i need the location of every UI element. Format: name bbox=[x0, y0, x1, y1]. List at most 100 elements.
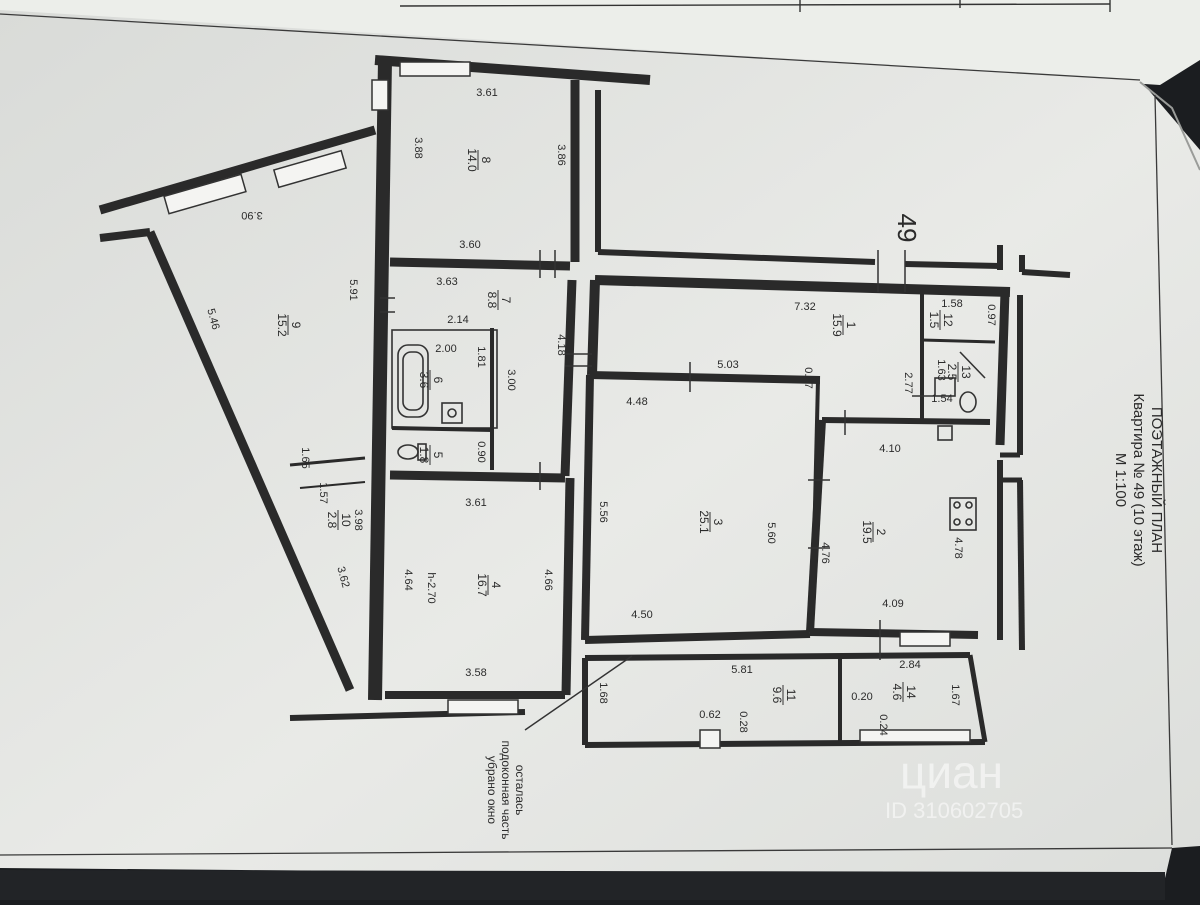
note-line-2: подоконная часть bbox=[499, 740, 513, 839]
svg-text:8.8: 8.8 bbox=[485, 292, 499, 309]
svg-text:10: 10 bbox=[339, 513, 353, 527]
room-1-dim-top: 7.32 bbox=[794, 301, 815, 313]
room-4-dim-bottom: 3.58 bbox=[465, 667, 486, 679]
svg-text:4: 4 bbox=[489, 582, 503, 589]
room-5-label: 5 1.8 bbox=[417, 445, 445, 465]
room-14-label: 14 4.6 bbox=[890, 682, 918, 702]
room-2-dim-left: 4.76 bbox=[819, 542, 831, 563]
room-9-dim-right: 5.91 bbox=[347, 279, 359, 300]
room-2-dim-top: 4.10 bbox=[879, 443, 900, 455]
room-1-dim-mid: 0.87 bbox=[802, 367, 814, 388]
top-sheet bbox=[0, 0, 1200, 85]
plan-number: 49 bbox=[892, 214, 922, 243]
room-8-dim-top: 3.61 bbox=[476, 87, 497, 99]
svg-text:2.5: 2.5 bbox=[945, 364, 959, 381]
svg-text:19.5: 19.5 bbox=[860, 520, 874, 544]
room-10-dim-b: 1.57 bbox=[317, 482, 329, 503]
plan-title: ПОЭТАЖНЫЙ ПЛАН bbox=[1148, 407, 1166, 553]
room-3-dim-top: 5.03 bbox=[717, 359, 738, 371]
door-ticks bbox=[380, 250, 935, 660]
svg-text:1.8: 1.8 bbox=[417, 447, 431, 464]
room-4-dim-right: 4.66 bbox=[542, 569, 554, 590]
room-14-dim-a: 0.20 bbox=[851, 691, 872, 703]
room-13-label: 13 2.5 bbox=[945, 362, 973, 382]
svg-text:2.8: 2.8 bbox=[325, 512, 339, 529]
svg-text:4.6: 4.6 bbox=[890, 684, 904, 701]
svg-text:6: 6 bbox=[431, 377, 445, 384]
room-9-label: 9 15.2 bbox=[275, 313, 303, 337]
room-10-dim-c: 3.98 bbox=[352, 509, 364, 530]
note-line-3: осталась bbox=[513, 765, 527, 816]
room-14-dim-right: 1.67 bbox=[949, 684, 961, 705]
svg-text:14.0: 14.0 bbox=[465, 148, 479, 172]
svg-text:11: 11 bbox=[784, 689, 798, 702]
room-6-dim-right: 3.00 bbox=[505, 369, 517, 390]
svg-text:15.9: 15.9 bbox=[830, 313, 844, 337]
room-14-dim-b: 0.24 bbox=[877, 714, 889, 735]
room-12-dim-b: 0.97 bbox=[985, 304, 997, 325]
room-7-dim-right: 4.18 bbox=[555, 334, 567, 355]
room-5-dim: 0.90 bbox=[475, 441, 487, 462]
room-3-dim-bottom: 4.50 bbox=[631, 609, 652, 621]
room-1-dim-right: 2.77 bbox=[902, 372, 914, 393]
room-7-dim-top: 3.63 bbox=[436, 276, 457, 288]
svg-text:16.7: 16.7 bbox=[475, 573, 489, 597]
svg-text:12: 12 bbox=[941, 313, 955, 327]
svg-text:9.6: 9.6 bbox=[770, 687, 784, 704]
svg-text:13: 13 bbox=[959, 365, 973, 379]
svg-text:2: 2 bbox=[874, 529, 888, 536]
toilet-icon-2 bbox=[959, 391, 977, 413]
room-3-dim-right: 5.60 bbox=[765, 522, 777, 543]
note-line-1: убрано окно bbox=[485, 756, 499, 825]
room-10-dim-a: 1.65 bbox=[299, 447, 311, 468]
room-9-dim-left: 5.46 bbox=[204, 307, 221, 331]
room-6-dim-top: 2.00 bbox=[435, 343, 456, 355]
room-10-dim-d: 3.62 bbox=[334, 565, 351, 589]
room-6-label: 6 3.6 bbox=[417, 370, 445, 390]
bathtub-icon bbox=[397, 344, 429, 418]
window-note: убрано окно подоконная часть осталась bbox=[485, 740, 527, 839]
watermark-id: ID 310602705 bbox=[885, 798, 1023, 823]
svg-text:1: 1 bbox=[844, 322, 858, 329]
svg-text:25.1: 25.1 bbox=[697, 510, 711, 534]
room-12-dim-a: 1.58 bbox=[941, 298, 962, 310]
room-labels: 8 14.0 3.61 3.88 3.86 3.60 7 8.8 3.63 2.… bbox=[204, 87, 997, 736]
room-4-dim-left: 4.64 bbox=[402, 569, 414, 590]
windows bbox=[163, 61, 971, 749]
room-3-dim-left: 5.56 bbox=[597, 501, 609, 522]
fixtures bbox=[397, 344, 986, 531]
scale-label: М 1:100 bbox=[1112, 453, 1129, 507]
plan-sheet bbox=[0, 10, 1200, 878]
room-3-label: 3 25.1 bbox=[697, 510, 725, 534]
room-11-label: 11 9.6 bbox=[770, 685, 798, 705]
svg-text:8: 8 bbox=[479, 157, 493, 164]
room-14-dim-top: 2.84 bbox=[899, 659, 920, 671]
room-11-dim-b: 0.62 bbox=[699, 709, 720, 721]
svg-text:15.2: 15.2 bbox=[275, 313, 289, 337]
room-12-label: 12 1.5 bbox=[927, 310, 955, 330]
room-2-dim-right: 4.78 bbox=[952, 537, 964, 558]
room-1-label: 1 15.9 bbox=[830, 313, 858, 337]
room-10-label: 10 2.8 bbox=[325, 510, 353, 530]
svg-text:14: 14 bbox=[904, 685, 918, 699]
room-13-dim-a: 1.63 bbox=[935, 359, 947, 380]
sink-icon-2 bbox=[934, 377, 956, 397]
room-3-dim-inner: 4.48 bbox=[626, 396, 647, 408]
watermark-brand: циан bbox=[900, 746, 1003, 798]
svg-text:3: 3 bbox=[711, 519, 725, 526]
room-2-dim-bottom: 4.09 bbox=[882, 598, 903, 610]
room-11-dim-top: 5.81 bbox=[731, 664, 752, 676]
svg-text:7: 7 bbox=[499, 297, 513, 304]
room-6-dim-side: 1.81 bbox=[475, 346, 487, 367]
cian-watermark: циан ID 310602705 bbox=[885, 746, 1023, 823]
room-13-dim-b: 1.54 bbox=[931, 393, 952, 405]
room-8-dim-right: 3.86 bbox=[555, 144, 567, 165]
svg-text:5: 5 bbox=[431, 452, 445, 459]
room-11-dim-left: 1.68 bbox=[597, 682, 609, 703]
room-2-label: 2 19.5 bbox=[860, 520, 888, 544]
apartment-label: Квартира № 49 (10 этаж) bbox=[1130, 393, 1147, 566]
stove-icon bbox=[949, 497, 977, 531]
room-7-dim-mid: 2.14 bbox=[447, 314, 468, 326]
